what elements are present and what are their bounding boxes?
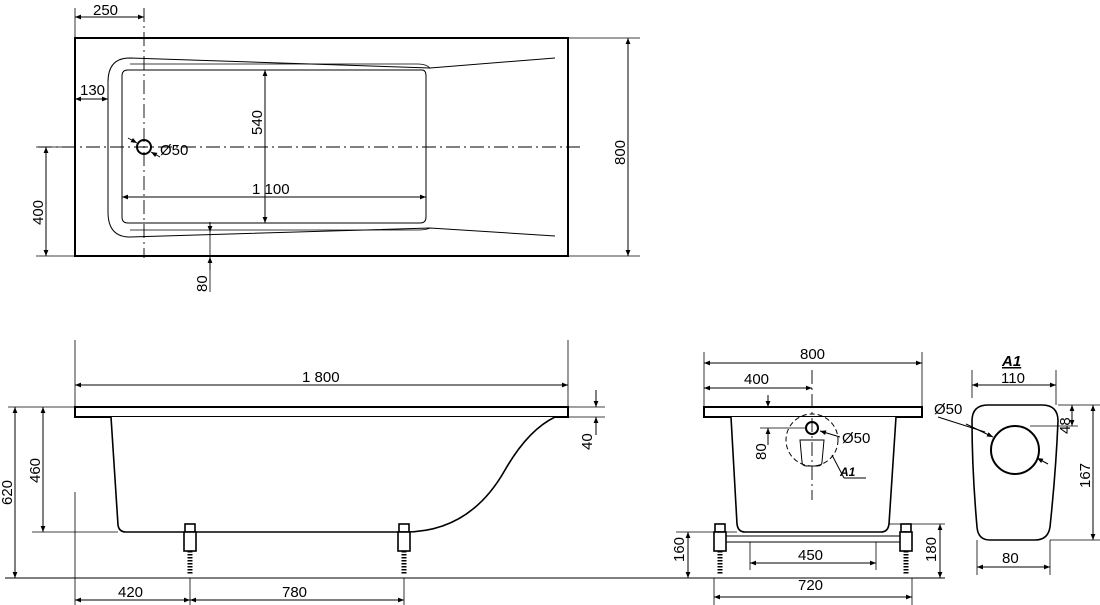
end-tub-body bbox=[730, 416, 897, 533]
detail-dim-48: 48 bbox=[1057, 417, 1074, 434]
side-dim-620: 620 bbox=[0, 480, 16, 505]
detail-title: A1 bbox=[1001, 353, 1021, 370]
end-drain-leader bbox=[819, 430, 841, 438]
end-rim bbox=[703, 406, 923, 418]
end-dim-450: 450 bbox=[798, 547, 823, 564]
end-dim-160: 160 bbox=[671, 537, 688, 562]
end-foot-right bbox=[899, 523, 913, 574]
end-dim-720: 720 bbox=[798, 577, 823, 594]
plan-dim-250: 250 bbox=[93, 2, 118, 19]
side-dim-780: 780 bbox=[282, 584, 307, 601]
plan-dim-540: 540 bbox=[249, 110, 266, 135]
plan-dim-800: 800 bbox=[612, 140, 629, 165]
side-dim-460: 460 bbox=[27, 458, 44, 483]
plan-dim-80: 80 bbox=[194, 275, 211, 292]
plan-drain-icon bbox=[136, 139, 152, 155]
plan-basin-edge-top bbox=[130, 63, 431, 69]
side-rim bbox=[74, 406, 569, 418]
end-frame-rail bbox=[725, 535, 901, 543]
end-foot-left bbox=[713, 523, 727, 574]
plan-dim-130: 130 bbox=[80, 82, 105, 99]
end-dim-800: 800 bbox=[800, 346, 825, 363]
detail-hole-label: Ø50 bbox=[934, 401, 962, 418]
end-view: A1 Ø50 800 400 80 bbox=[671, 346, 945, 605]
detail-dim-167: 167 bbox=[1077, 463, 1094, 488]
end-dim-400: 400 bbox=[744, 371, 769, 388]
side-tub-body bbox=[110, 416, 556, 533]
detail-dim-80: 80 bbox=[1002, 550, 1019, 567]
side-foot-left bbox=[183, 523, 197, 574]
plan-drain-leader bbox=[127, 137, 138, 144]
end-dim-180: 180 bbox=[923, 537, 940, 562]
plan-basin-outline bbox=[107, 57, 556, 238]
plan-drain-leader-2 bbox=[150, 151, 161, 158]
side-dim-420: 420 bbox=[118, 584, 143, 601]
detail-dim-110: 110 bbox=[1001, 370, 1025, 387]
end-drain-label: Ø50 bbox=[842, 430, 870, 447]
plan-basin-edge-bottom bbox=[130, 227, 431, 231]
plan-dim-1100: 1 100 bbox=[252, 181, 290, 198]
plan-basin-inner bbox=[121, 69, 427, 224]
end-detail-leader bbox=[831, 454, 845, 479]
detail-a1-view: A1 110 Ø50 48 167 80 bbox=[934, 353, 1100, 575]
side-view: 1 800 40 460 620 420 780 bbox=[0, 340, 945, 605]
side-foot-right bbox=[397, 523, 411, 574]
plan-view: Ø50 250 130 540 1 100 400 80 800 bbox=[30, 2, 640, 292]
side-dim-40: 40 bbox=[579, 433, 596, 450]
side-dim-1800: 1 800 bbox=[302, 369, 340, 386]
plan-drain-label: Ø50 bbox=[160, 142, 188, 159]
detail-hole-icon bbox=[990, 425, 1040, 475]
end-dim-80: 80 bbox=[753, 443, 770, 460]
end-detail-label: A1 bbox=[839, 465, 856, 479]
plan-dim-400: 400 bbox=[30, 200, 47, 225]
